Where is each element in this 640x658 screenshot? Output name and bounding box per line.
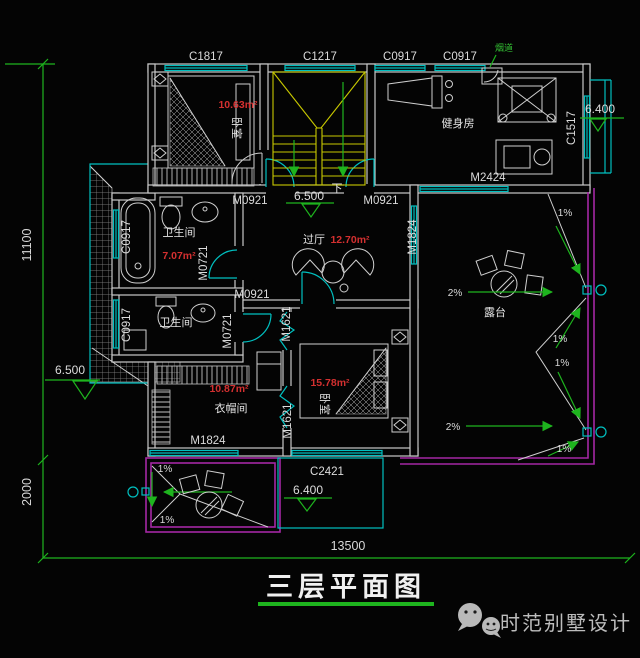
slope-b2: 1% xyxy=(160,515,175,526)
label-m1824-s: M1824 xyxy=(190,435,226,447)
label-m0721-a: M0721 xyxy=(198,245,210,280)
door-m0921-south xyxy=(301,271,335,305)
label-c2421: C2421 xyxy=(310,466,344,478)
slope-t5: 2% xyxy=(446,422,461,433)
room-gym: 健身房 xyxy=(442,116,475,130)
door-m1621-upper-zigzag xyxy=(279,311,296,351)
label-m0721-b: M0721 xyxy=(222,313,234,348)
watermark-brand: 时范别墅设计 xyxy=(500,612,632,635)
east-railing xyxy=(590,79,612,174)
room-terrace: 露台 xyxy=(484,305,506,319)
door-m0921-right xyxy=(345,158,375,188)
terrace-table-set xyxy=(475,249,544,298)
slope-t1: 2% xyxy=(448,288,463,299)
area-bedroom-nw: 10.63m² xyxy=(218,99,258,111)
bathroom-lower-fixtures xyxy=(123,296,216,351)
label-m1824-e: M1824 xyxy=(407,219,419,255)
label-m0921-r: M0921 xyxy=(363,195,398,207)
slope-t4: 1% xyxy=(555,358,570,369)
drawing-title: 三层平面图 xyxy=(266,572,426,602)
title-underline xyxy=(258,602,434,606)
dim-2000: 2000 xyxy=(20,478,34,506)
level-stair: 6.500 xyxy=(294,189,324,203)
room-hall: 过厅 xyxy=(303,233,325,246)
label-m0921-l: M0921 xyxy=(232,195,267,207)
room-bath-upper: 卫生间 xyxy=(163,225,196,239)
staircase xyxy=(272,71,366,186)
room-cloak: 衣帽间 xyxy=(215,401,248,415)
label-m2424: M2424 xyxy=(470,172,506,184)
windows xyxy=(112,64,591,457)
bed-nw xyxy=(151,71,255,187)
slope-t3: 1% xyxy=(553,334,568,345)
area-cloak: 10.87m² xyxy=(209,383,249,395)
area-bath-upper: 7.07m² xyxy=(162,250,196,262)
bed-south xyxy=(256,329,409,433)
label-c0917-w2: C0917 xyxy=(121,308,133,342)
label-c0917-a: C0917 xyxy=(383,51,417,63)
window-c0917-a xyxy=(374,64,426,72)
window-c0917-b xyxy=(434,64,486,72)
label-c0917-w1: C0917 xyxy=(121,220,133,254)
door-m0921-left xyxy=(265,158,295,188)
swing-doors xyxy=(208,152,375,429)
label-c1217: C1217 xyxy=(303,51,337,63)
window-c2421 xyxy=(291,449,383,457)
door-m2424 xyxy=(419,185,509,193)
window-c0917-west-upper xyxy=(112,209,120,259)
flue-symbol xyxy=(481,54,503,85)
area-bedroom-s: 15.78m² xyxy=(310,377,350,389)
labels: C1817 C1217 C0917 C0917 烟道 C1517 6.400 健… xyxy=(20,42,615,553)
window-c0917-west-lower xyxy=(112,299,120,349)
window-c1517 xyxy=(583,95,591,159)
slope-b1: 1% xyxy=(158,464,173,475)
terrace-slope-arrows xyxy=(466,225,581,457)
wechat-icon xyxy=(458,603,501,638)
door-openings xyxy=(234,150,374,428)
slope-t2: 1% xyxy=(558,208,573,219)
title-block: 三层平面图 xyxy=(258,572,434,606)
dim-11100: 11100 xyxy=(20,229,34,262)
elevation-markers xyxy=(45,117,624,512)
label-m1621-a: M1621 xyxy=(281,306,293,341)
room-bedroom-s: 卧室 xyxy=(318,393,332,415)
door-m1824-east xyxy=(410,205,418,265)
level-west: 6.500 xyxy=(55,363,85,377)
window-c1217 xyxy=(284,64,356,72)
label-c1517: C1517 xyxy=(566,111,578,145)
label-c0917-b: C0917 xyxy=(443,51,477,63)
level-east: 6.400 xyxy=(585,102,615,116)
hall-sofa xyxy=(291,248,375,293)
terrace-border xyxy=(400,188,595,465)
south-balcony xyxy=(277,457,384,529)
label-m0921-s: M0921 xyxy=(234,289,269,301)
watermark: 时范别墅设计 xyxy=(458,603,632,638)
door-m0721-upper xyxy=(208,249,238,279)
label-m1621-b: M1621 xyxy=(282,403,294,438)
wardrobe-nw xyxy=(152,167,255,187)
door-m1824-south xyxy=(149,449,239,457)
dimension-lines xyxy=(5,58,636,564)
area-hall: 12.70m² xyxy=(330,234,370,246)
gym-equipment xyxy=(387,75,557,175)
door-m1621-lower-zigzag xyxy=(279,385,296,429)
stair-down: 下 xyxy=(332,183,343,195)
slope-t6: 1% xyxy=(557,444,572,455)
cloakroom-shelving xyxy=(151,365,250,445)
room-bedroom-nw: 卧室 xyxy=(230,117,244,139)
room-bath-lower: 卫生间 xyxy=(160,315,193,329)
dim-13500: 13500 xyxy=(331,539,366,553)
bathroom-upper-fixtures xyxy=(120,196,219,284)
label-flue: 烟道 xyxy=(495,42,513,53)
sw-balcony xyxy=(127,457,281,533)
label-c1817: C1817 xyxy=(189,51,223,63)
window-c1817 xyxy=(164,64,248,72)
level-south: 6.400 xyxy=(293,483,323,497)
door-m0721-lower xyxy=(242,313,272,343)
